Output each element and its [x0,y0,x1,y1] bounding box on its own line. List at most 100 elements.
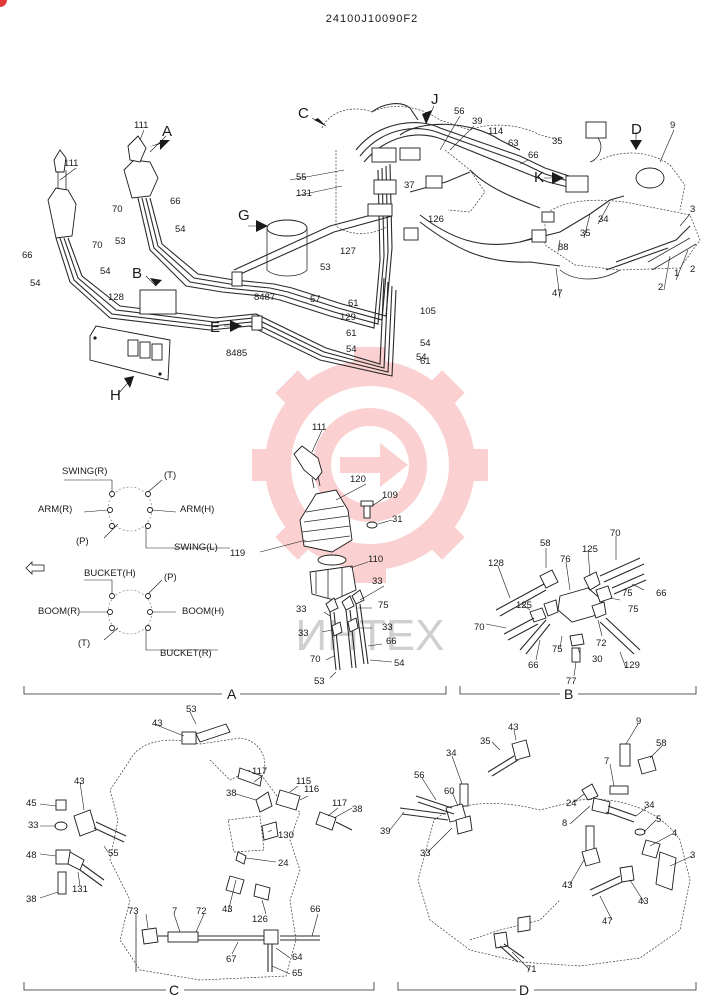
control-valve-outline [321,106,561,141]
arrow-J-icon [422,105,435,125]
right-pilot-valve [123,135,159,199]
valve-body-outline [335,150,389,234]
view-D-label: 24 [566,798,577,809]
main-label: 88 [558,242,569,253]
part-number: 24100J10090F2 [326,13,419,25]
main-view: A B C D E G H J K 111 111 70 66 53 54 66… [22,91,701,404]
view-D-label: 39 [380,826,391,837]
view-D-label: 3 [690,850,695,861]
view-C-label: 48 [26,850,37,861]
view-C-label: 43 [222,904,233,915]
view-A-frame: A [23,686,447,702]
arrow-K-label: K [534,169,544,186]
view-C-label: 115 [296,776,311,787]
view-B-label: 128 [488,558,504,569]
view-A-label: 109 [382,490,398,501]
main-label: 37 [404,180,415,191]
view-C-frame: C [23,982,375,998]
port-label: SWING(R) [62,466,107,477]
corner-marker [0,0,7,7]
view-D-drawing: 43 35 34 56 60 39 33 9 58 7 24 8 34 5 4 … [380,716,695,975]
view-A-label: 120 [350,474,366,485]
view-A-title: A [227,686,237,702]
view-D-label: 9 [636,716,641,727]
main-label: 111 [134,120,148,131]
main-label: 53 [115,236,126,247]
pattern-left-lever: SWING(R) (T) ARM(R) ARM(H) (P) SWING(L) [38,466,230,553]
view-C-label: 72 [196,906,207,917]
main-label: 8487 [254,292,275,303]
view-C-label: 38 [352,804,363,815]
arrow-A-icon [149,135,170,153]
view-C-label: 66 [310,904,321,915]
view-A-label: 110 [368,554,383,565]
pump-top-outline [599,152,686,211]
view-A-label: 66 [386,636,397,647]
arrow-E-icon [224,320,242,332]
main-label: 127 [340,246,356,257]
view-B-label: 75 [628,604,639,615]
arrow-B-label: B [132,265,142,282]
view-C-label: 33 [28,820,39,831]
port-label: (P) [164,572,177,583]
clamp-8485 [251,315,263,331]
main-label: 1 [674,268,679,279]
watermark-text: ИНТЕХ [296,611,445,660]
view-D-label: 43 [638,896,649,907]
view-C-title: C [169,982,179,998]
view-A-label: 75 [378,600,389,611]
main-label: 2 [690,264,695,275]
arrow-C-label: C [298,105,309,122]
arrow-D-label: D [631,121,642,138]
pump-pipes [559,225,691,280]
view-B-label: 70 [610,528,621,539]
view-C-label: 24 [278,858,289,869]
port-label: ARM(R) [38,504,72,515]
view-A-label: 33 [298,628,309,639]
view-D-label: 34 [446,748,457,759]
view-D-label: 47 [602,916,613,927]
view-B-label: 125 [582,544,598,555]
main-label: 2 [658,282,663,293]
view-D-title: D [519,982,529,998]
port-label: ARM(H) [180,504,214,515]
view-C-label: 65 [292,968,303,979]
main-label: 34 [598,214,609,225]
view-D-label: 58 [656,738,667,749]
main-label: 61 [346,328,357,339]
view-B-label: 66 [528,660,539,671]
main-label: 105 [420,306,436,317]
view-D-label: 43 [508,722,519,733]
view-D-label: 34 [644,800,655,811]
arrow-G-label: G [238,207,250,224]
main-label: 66 [528,150,539,161]
view-C-label: 55 [108,848,119,859]
port-label: (T) [78,638,90,649]
view-D-label: 43 [562,880,573,891]
port-label: BOOM(H) [182,606,224,617]
view-C-label: 43 [152,718,163,729]
view-D-label: 35 [480,736,491,747]
view-C-label: 67 [226,954,237,965]
main-label: 56 [454,106,465,117]
view-C-label: 117 [252,766,267,777]
main-label: 61 [348,298,359,309]
view-A-label: 119 [230,548,245,559]
pilot-valve-b-assembly [89,289,177,381]
pump-shaft [647,237,697,271]
main-label: 70 [112,204,123,215]
view-D-label: 60 [444,786,455,797]
view-B-title: B [564,686,573,702]
pattern-right-lever: BUCKET(H) (P) BOOM(R) BOOM(H) (T) BUCKET… [38,568,224,659]
main-label: 114 [488,126,503,137]
main-label: 3 [690,204,695,215]
port-label: BUCKET(R) [160,648,212,659]
port-label: BOOM(R) [38,606,80,617]
arrow-E-label: E [210,319,220,336]
main-label: 54 [346,344,357,355]
view-B-label: 30 [592,654,603,665]
view-B-label: 72 [596,638,607,649]
view-B-label: 125 [516,600,532,611]
pump-fitting [635,167,665,189]
